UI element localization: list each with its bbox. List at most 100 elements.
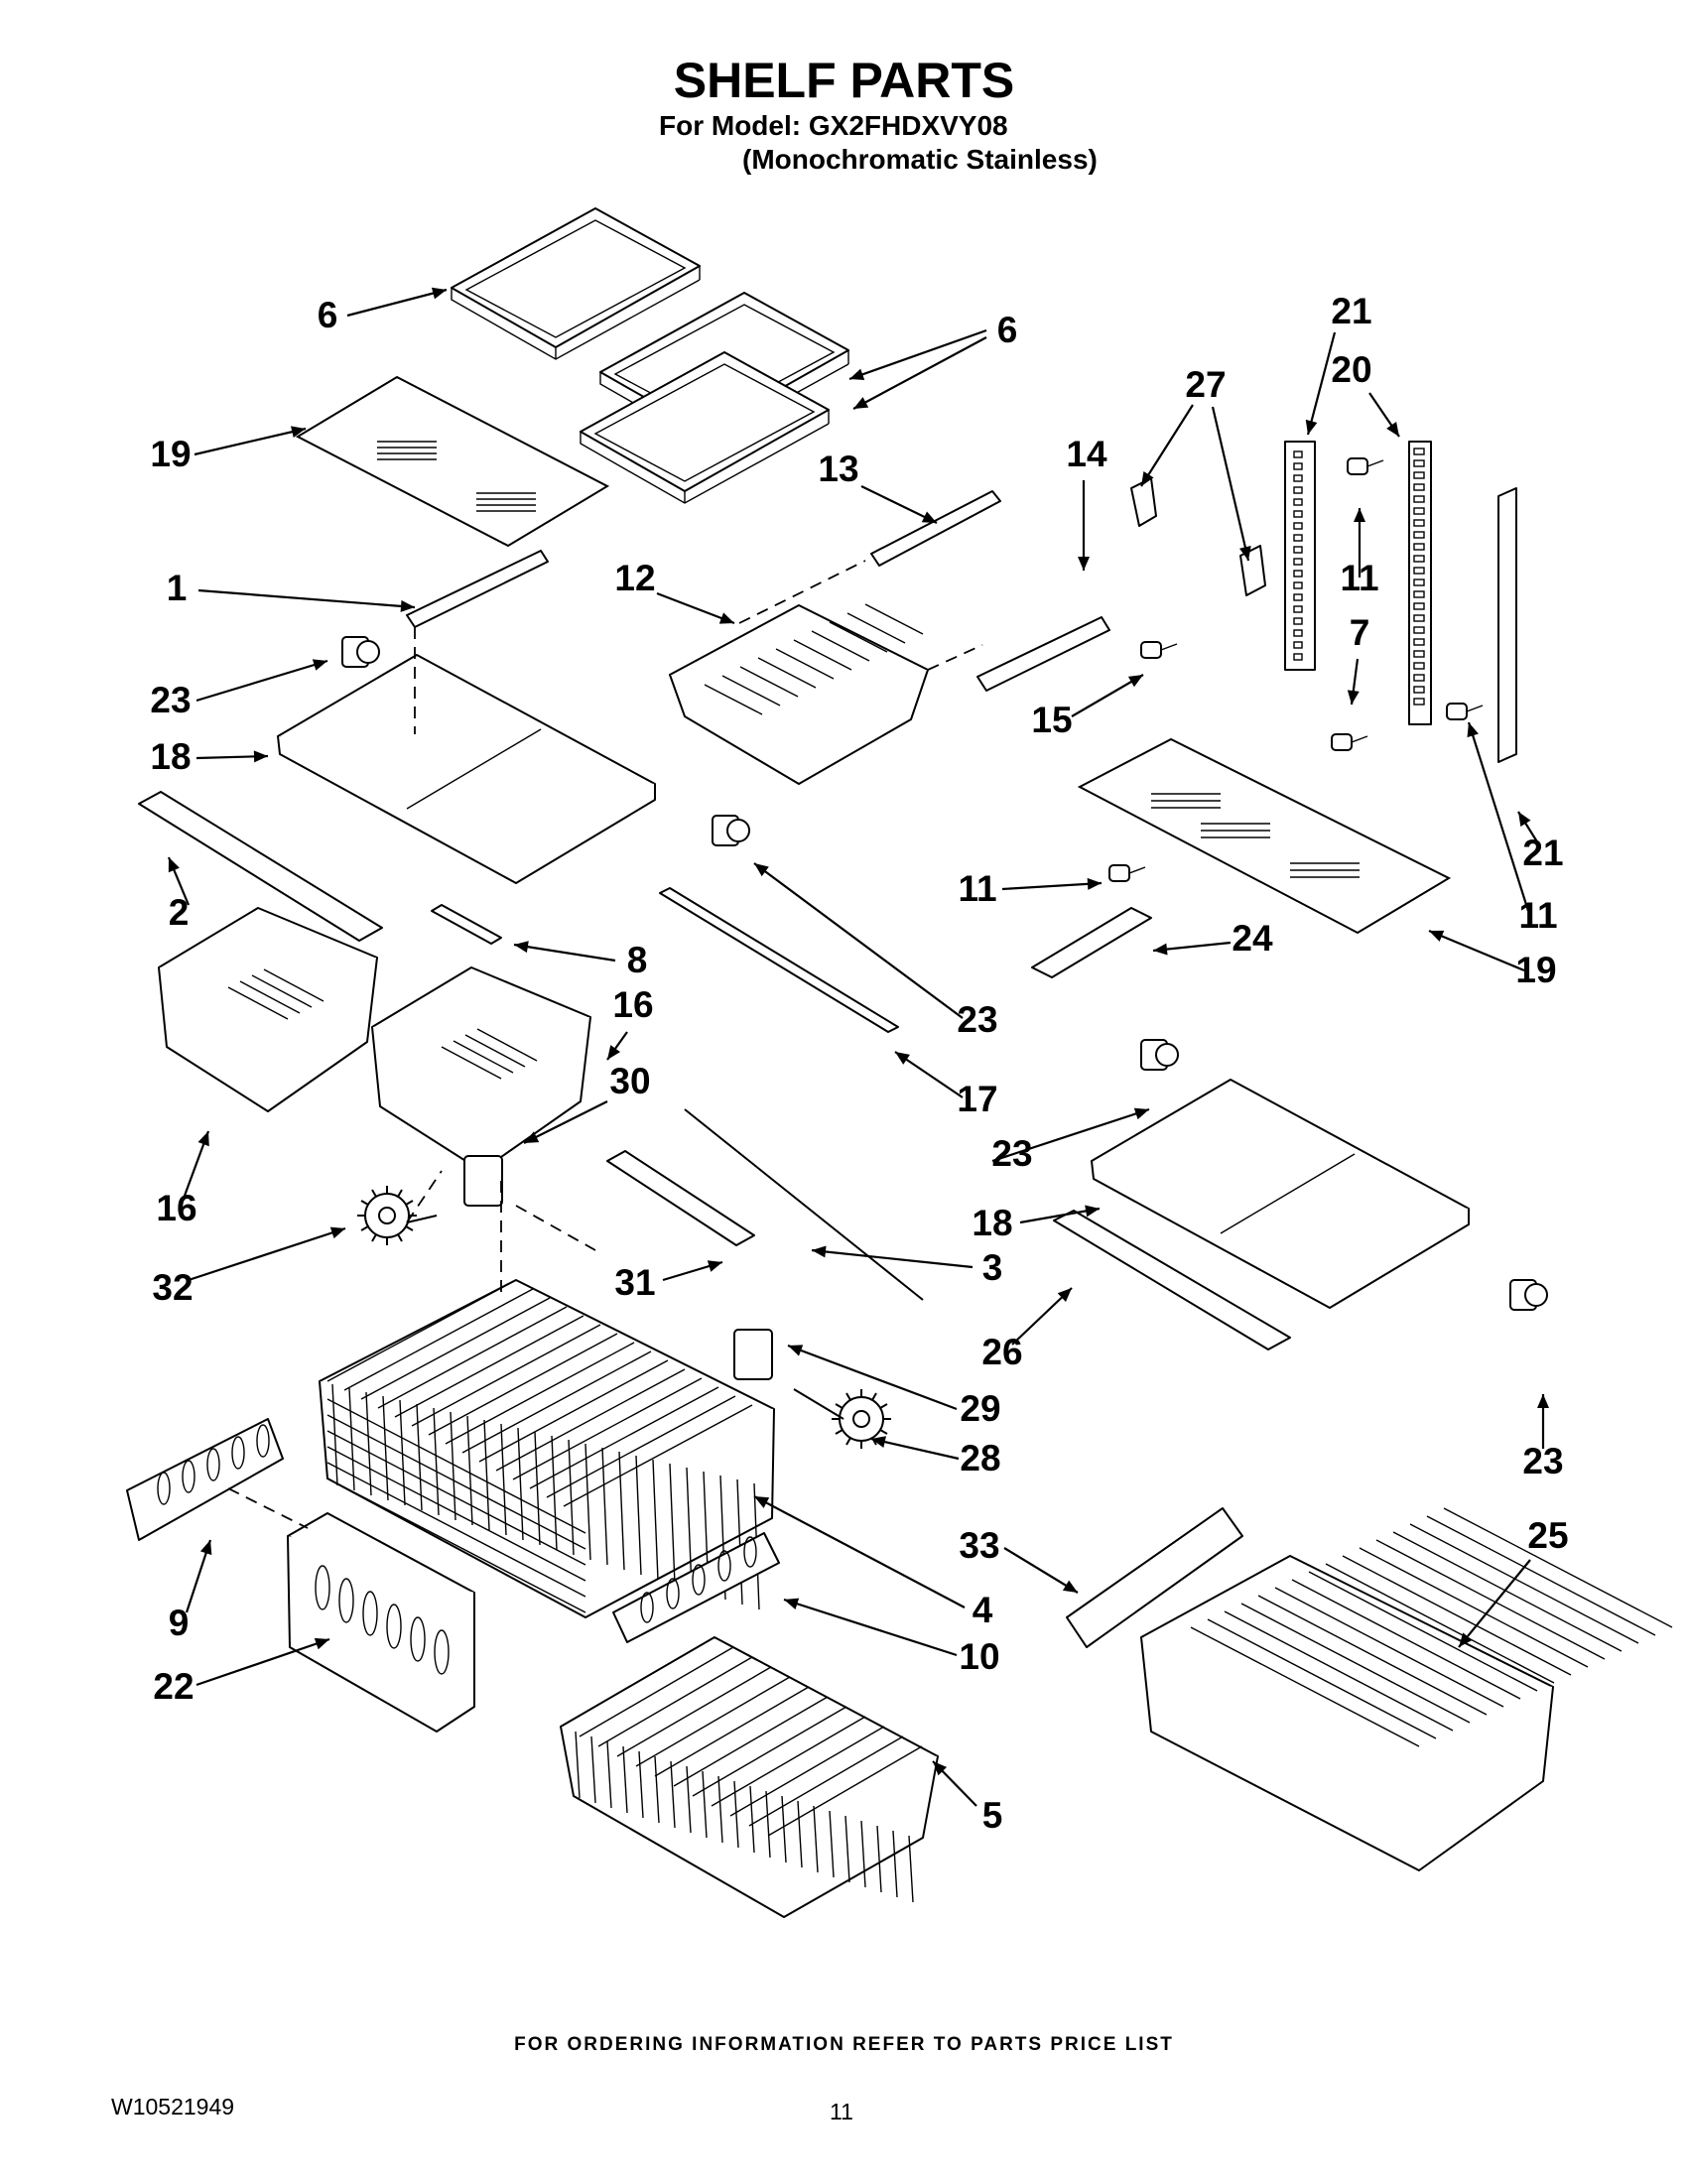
arrowhead <box>314 1637 329 1650</box>
arrowhead <box>431 287 447 300</box>
basket-wire <box>635 1676 791 1767</box>
basket-wire <box>428 1333 618 1436</box>
handle <box>1066 1507 1243 1648</box>
pan-rib <box>739 666 799 698</box>
slide-rail <box>870 490 1001 567</box>
gear-tooth <box>879 1429 888 1435</box>
arrowhead <box>1429 930 1445 942</box>
callout-label-29: 29 <box>960 1388 1000 1429</box>
gear-tooth <box>397 1233 403 1242</box>
ladder-slot <box>1293 570 1303 578</box>
pantry-drawer-rib <box>1291 1579 1521 1700</box>
front-panel-slot <box>410 1616 426 1662</box>
arrowhead <box>1347 690 1360 705</box>
pantry-drawer-rib <box>1426 1515 1656 1636</box>
leader-line <box>870 1437 960 1461</box>
shelf-ladder <box>1284 441 1316 671</box>
basket-wire <box>517 1427 524 1541</box>
pantry-drawer-rib <box>1325 1563 1555 1684</box>
leader-line <box>753 1495 966 1608</box>
callout-label-6: 6 <box>997 310 1018 350</box>
basket-wire <box>618 1451 625 1571</box>
pan-rib <box>829 621 888 653</box>
rod <box>684 1108 924 1301</box>
bracket <box>1031 907 1152 978</box>
callout-label-26: 26 <box>981 1332 1022 1372</box>
basket-wire <box>326 1462 586 1598</box>
shelf-frame-inner <box>593 363 816 482</box>
basket-wire <box>654 1686 810 1777</box>
pantry-drawer-rib <box>1375 1539 1606 1660</box>
leader-line <box>783 1598 958 1657</box>
callout-label-16: 16 <box>156 1188 196 1228</box>
gear-housing <box>733 1329 773 1380</box>
callout-label-33: 33 <box>959 1525 999 1566</box>
basket-wire <box>579 1646 734 1737</box>
basket-wire <box>343 1288 534 1391</box>
basket-wire <box>326 1477 586 1613</box>
ladder-slot <box>1413 471 1425 479</box>
arrowhead <box>1133 1107 1149 1120</box>
ladder-slot <box>1413 495 1425 503</box>
basket-wire <box>394 1315 584 1418</box>
document-id: W10521949 <box>111 2094 235 2120</box>
arrowhead <box>524 1131 540 1143</box>
arrowhead <box>754 863 769 877</box>
leader-line <box>991 1107 1150 1163</box>
gear-housing <box>463 1155 503 1207</box>
arrowhead <box>607 1045 621 1060</box>
callout-label-23: 23 <box>991 1133 1032 1174</box>
screw <box>1347 457 1368 475</box>
assembly-line <box>515 1205 596 1251</box>
basket-wire <box>622 1745 628 1814</box>
arrowhead <box>1062 1580 1078 1593</box>
basket-wire <box>326 1446 586 1582</box>
callout-label-14: 14 <box>1066 434 1107 474</box>
end-panel-slot <box>666 1578 680 1609</box>
arrowhead <box>754 1496 770 1508</box>
leader-line <box>188 1226 346 1282</box>
basket-wire <box>584 1443 591 1561</box>
arrowhead <box>1386 422 1399 437</box>
ladder-slot <box>1293 510 1303 518</box>
arrowhead <box>895 1052 910 1065</box>
leader-line <box>1001 881 1103 891</box>
gear-tooth <box>397 1189 403 1198</box>
end-cap-knob <box>356 640 380 664</box>
ladder-slot <box>1293 498 1303 506</box>
basket-wire <box>326 1430 586 1566</box>
end-panel-slot <box>206 1448 220 1481</box>
callout-label-16: 16 <box>612 984 653 1025</box>
basket-wire <box>673 1696 829 1787</box>
callout-label-30: 30 <box>609 1061 650 1101</box>
callout-label-31: 31 <box>614 1262 655 1303</box>
basket-wire <box>844 1815 850 1883</box>
basket-wire <box>797 1800 803 1868</box>
basket-wire <box>590 1735 596 1804</box>
callout-label-20: 20 <box>1331 349 1371 390</box>
basket-wire <box>483 1419 490 1531</box>
end-panel-slot <box>157 1472 171 1505</box>
ladder-slot <box>1293 534 1303 542</box>
end-panel-slot <box>182 1460 195 1493</box>
callout-label-18: 18 <box>972 1203 1012 1243</box>
pan-rib <box>864 603 924 635</box>
arrowhead <box>514 941 529 954</box>
basket-wire <box>382 1395 389 1501</box>
pantry-drawer-rib <box>1443 1507 1673 1628</box>
end-panel-slot <box>717 1550 731 1582</box>
basket-wire <box>326 1414 586 1550</box>
arrowhead <box>921 511 937 523</box>
leader-line <box>195 1637 330 1687</box>
slide-rail <box>976 616 1110 692</box>
basket-wire <box>654 1755 660 1824</box>
pantry-drawer-rib <box>1207 1618 1437 1739</box>
basket-wire <box>529 1386 719 1489</box>
end-panel <box>612 1532 780 1643</box>
gear-tooth <box>405 1200 414 1206</box>
gear-tooth <box>835 1403 844 1409</box>
shelf-frame-lip <box>580 423 830 504</box>
basket-wire <box>669 1463 676 1586</box>
callout-label-9: 9 <box>169 1603 190 1643</box>
callout-label-11: 11 <box>1340 558 1378 598</box>
